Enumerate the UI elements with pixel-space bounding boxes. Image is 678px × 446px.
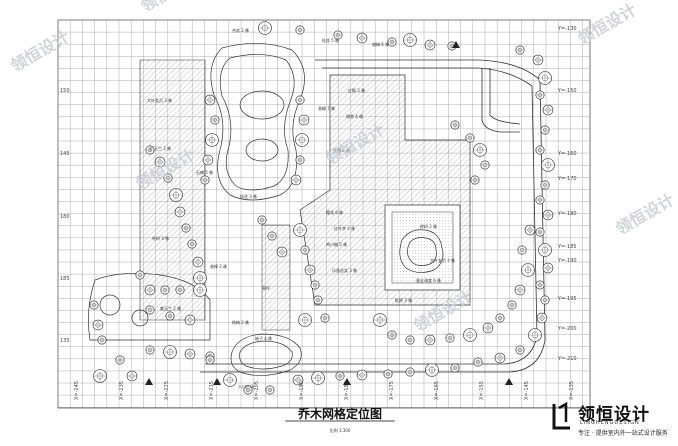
watermark-brand: 领恒设计 (8, 27, 73, 75)
left-coordinate-label: 180 (60, 214, 70, 220)
y-coordinate-label: Y=-185 (557, 244, 577, 250)
brand-logo-tagline: 专注 · 提供室内外一站式设计服务 (578, 430, 668, 437)
y-coordinate-label: Y=-210 (557, 356, 577, 362)
x-coordinate-label: X=-185 (344, 381, 350, 400)
plant-label: 香樟 2 株 (210, 263, 227, 269)
plant-label: 杨梅 2 株 (232, 319, 249, 325)
left-coordinate-label: 135 (60, 338, 70, 344)
watermark-brand: 领恒设计 (138, 0, 203, 15)
paved-areas (139, 59, 471, 331)
y-coordinates: Y=-130Y=-150Y=-160Y=-170Y=-180Y=-185Y=-1… (557, 26, 577, 362)
x-coordinate-label: X=-235 (119, 381, 125, 400)
left-coordinate-label: 150 (60, 88, 70, 94)
x-coordinate-label: X=-175 (389, 381, 395, 400)
drawing-title: 乔木网格定位图 (297, 406, 382, 421)
drawing-scale: 比例 1:300 (330, 427, 351, 433)
entrance-label: 入口广场 (238, 383, 254, 389)
y-coordinate-label: Y=-150 (557, 88, 577, 94)
brand-logo: 领恒设计 LINGHENGDESIGN 专注 · 提供室内外一站式设计服务 (548, 398, 674, 442)
marker-triangles (145, 41, 513, 385)
x-coordinate-label: X=-155 (479, 381, 485, 400)
plant-label: 大叶女贞 4 株 (430, 257, 455, 263)
y-coordinate-label: Y=-180 (557, 211, 577, 217)
left-coordinate-label: 145 (60, 151, 70, 157)
brand-logo-icon (552, 402, 570, 430)
x-coordinate-label: X=-195 (299, 381, 305, 400)
x-coordinate-label: X=-245 (74, 381, 80, 400)
plant-label: 朴树 3 株 (152, 235, 169, 241)
plant-label: 柚子 4 株 (255, 335, 272, 341)
x-coordinate-label: X=-215 (209, 381, 215, 400)
central-pavilion (399, 229, 444, 273)
y-coordinate-label: Y=-170 (557, 176, 577, 182)
plant-label: 石楠 5 株 (196, 169, 213, 175)
x-coordinates: X=-245 X=-235 X=-225 X=-215 X=-205 X=-195 X=-1… (74, 381, 575, 400)
pond-feature (210, 43, 305, 201)
plant-label: 大叶女贞 3 株 (147, 97, 172, 103)
plant-label: 银杏 4 株 (346, 113, 363, 119)
y-coordinate-label: Y=-130 (557, 26, 577, 32)
plant-label: 合欢 2 株 (232, 27, 249, 33)
y-coordinate-label: Y=-200 (557, 326, 577, 332)
x-coordinate-label: X=-135 (569, 381, 575, 400)
watermark-brand: 领恒设计 (575, 0, 640, 48)
pond-bottom (230, 333, 302, 376)
brand-logo-name: 领恒设计 (578, 405, 650, 425)
plant-label: 腊梅 6 株 (372, 41, 389, 47)
brand-logo-english: LINGHENGDESIGN (580, 420, 640, 426)
x-coordinate-label: X=-165 (434, 381, 440, 400)
plant-label: 红叶李 4 株 (334, 225, 355, 231)
plant-label: 枇杷 3 株 (395, 297, 412, 303)
left-coordinate-label: 185 (60, 276, 70, 282)
plant-label: 广玉兰 2 株 (150, 145, 171, 151)
plant-label: 紫玉兰 2 株 (160, 305, 181, 311)
y-coordinate-label: Y=-160 (557, 151, 577, 157)
y-coordinate-label: Y=-190 (557, 258, 577, 264)
x-coordinate-label: X=-145 (524, 381, 530, 400)
plant-label: 垂丝海棠 6 株 (416, 277, 441, 283)
plant-label: 樱花 6 株 (326, 209, 343, 215)
plant-label: 榉树 2 株 (420, 223, 437, 229)
x-coordinate-label: X=-225 (164, 381, 170, 400)
lawn-label: 草坪 (262, 285, 270, 291)
plant-label: 紫薇 8 株 (333, 147, 350, 153)
plant-label: 桂花 5 株 (322, 37, 339, 43)
plant-label: 香樟 7 株 (318, 105, 335, 111)
plant-label: 红枫 3 株 (348, 87, 365, 93)
playground-area (88, 272, 211, 341)
left-coordinates: 150 145 180 185 135 (60, 88, 70, 344)
plant-label: 桂花 3 株 (240, 193, 257, 199)
watermark-brand: 领恒设计 (613, 190, 678, 238)
x-coordinate-label: X=-205 (254, 381, 260, 400)
y-coordinate-label: Y=-195 (557, 296, 577, 302)
plant-label: 乐昌含笑 3 株 (332, 267, 357, 273)
plant-label: 鸡爪槭 5 株 (326, 241, 347, 247)
